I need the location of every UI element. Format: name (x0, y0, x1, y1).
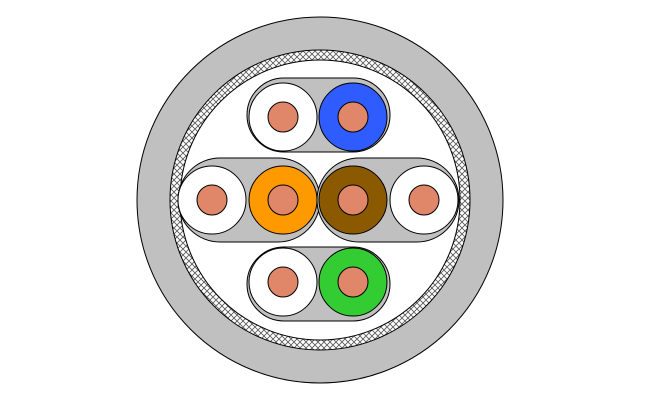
orange-pair-wire-1-conductor (196, 184, 228, 216)
orange-pair-wire-2-conductor (267, 184, 299, 216)
blue-pair-wire-1-conductor (267, 101, 299, 133)
wires-group (177, 82, 459, 317)
blue-pair-wire-2-conductor (337, 101, 369, 133)
brown-pair-wire-2-conductor (408, 184, 440, 216)
green-pair-wire-1-conductor (267, 266, 299, 298)
brown-pair-wire-1-conductor (337, 184, 369, 216)
green-pair-wire-2-conductor (337, 266, 369, 298)
